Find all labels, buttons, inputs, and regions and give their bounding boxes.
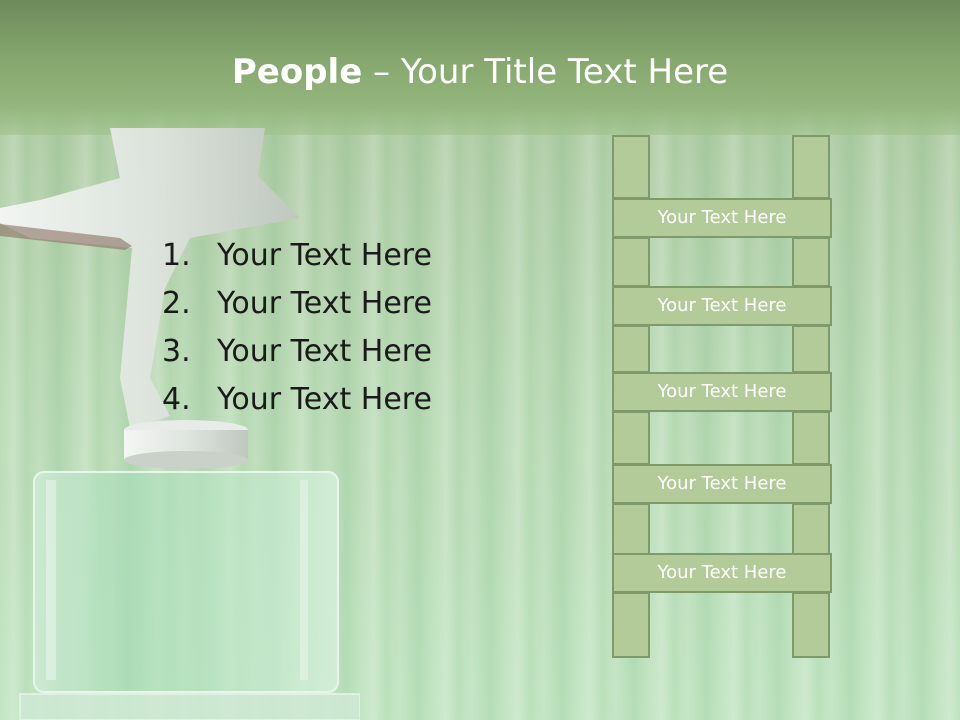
- ladder-rail-right: [792, 237, 830, 287]
- list-item: 2.Your Text Here: [162, 286, 432, 321]
- list-item: 1.Your Text Here: [162, 238, 432, 273]
- ladder-rung-4: Your Text Here: [612, 464, 832, 504]
- title-rest: – Your Title Text Here: [362, 52, 729, 92]
- ladder-rail-right: [792, 592, 830, 658]
- ladder-rail-right: [792, 135, 830, 199]
- list-item: 4.Your Text Here: [162, 382, 432, 417]
- title-bold: People: [231, 52, 363, 92]
- trophy-illustration: [0, 128, 360, 720]
- numbered-list: 1.Your Text Here 2.Your Text Here 3.Your…: [162, 232, 432, 424]
- ladder-rail-left: [612, 325, 650, 373]
- ladder-rail-right: [792, 411, 830, 465]
- ladder-rail-right: [792, 325, 830, 373]
- ladder-rail-left: [612, 237, 650, 287]
- list-item: 3.Your Text Here: [162, 334, 432, 369]
- ladder-rail-left: [612, 503, 650, 555]
- ladder-rail-left: [612, 135, 650, 199]
- ladder-rung-2: Your Text Here: [612, 286, 832, 326]
- title-band: [0, 0, 960, 135]
- ladder-rung-3: Your Text Here: [612, 372, 832, 412]
- ladder-rail-right: [792, 503, 830, 555]
- slide-title: People – Your Title Text Here: [0, 52, 960, 92]
- ladder-rail-left: [612, 592, 650, 658]
- ladder-rung-1: Your Text Here: [612, 198, 832, 238]
- ladder-rung-5: Your Text Here: [612, 553, 832, 593]
- ladder-rail-left: [612, 411, 650, 465]
